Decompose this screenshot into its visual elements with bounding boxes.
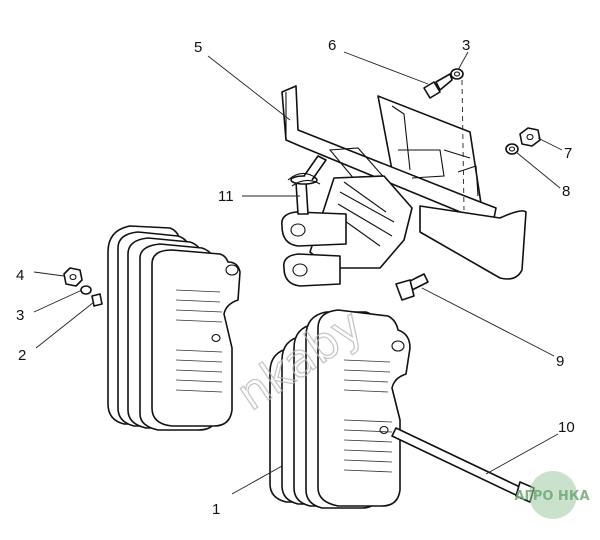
- hitch-block: [280, 175, 413, 287]
- washer-part-8: [505, 143, 519, 155]
- ballast-weight-rear: [107, 225, 241, 431]
- nut-part-7: [519, 127, 541, 147]
- callout-3-left: 3: [16, 307, 24, 324]
- callout-6: 6: [328, 37, 336, 54]
- watermark-logo-circle: [529, 471, 577, 519]
- callout-8: 8: [562, 183, 570, 200]
- callout-3-top: 3: [462, 37, 470, 54]
- leader-lines: [33, 51, 563, 495]
- callout-4: 4: [16, 267, 24, 284]
- washer-part-3-top: [450, 68, 464, 80]
- pin-part-11: [287, 155, 327, 215]
- nut-part-4: [63, 267, 83, 287]
- ballast-weight-part-1: [269, 309, 411, 509]
- callout-9: 9: [556, 353, 564, 370]
- callout-1: 1: [212, 501, 220, 518]
- bolt-part-6: [423, 73, 453, 99]
- callout-11: 11: [218, 188, 234, 205]
- watermark-logo-text: АГРО НКА: [514, 489, 589, 504]
- callout-5: 5: [194, 39, 202, 56]
- callout-7: 7: [564, 145, 572, 162]
- washer-part-3-left: [80, 285, 92, 295]
- bolt-part-2: [91, 293, 103, 307]
- callout-10: 10: [558, 419, 575, 436]
- callout-2: 2: [18, 347, 26, 364]
- callout-labels: 1 2 3 3 4 5 6 7 8 9 10 11: [16, 37, 575, 518]
- bolt-part-9: [395, 273, 429, 301]
- long-bolt-part-10: [391, 427, 535, 503]
